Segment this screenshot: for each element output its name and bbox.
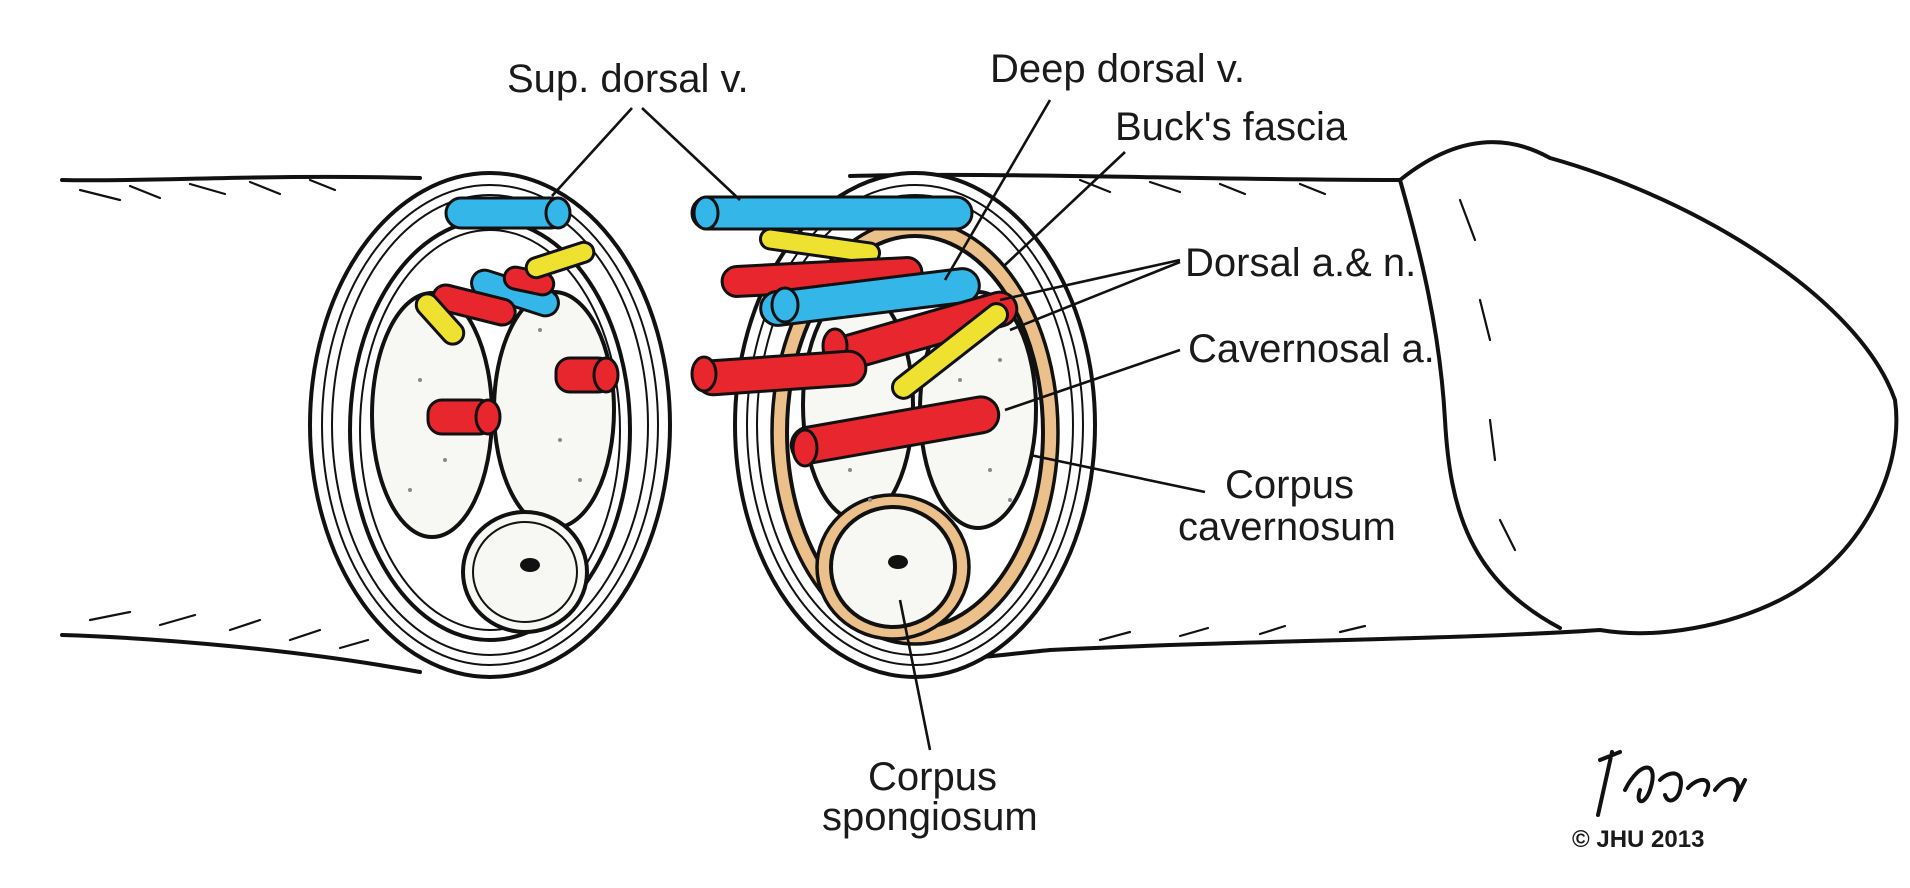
leader-cavernosal-a bbox=[1004, 348, 1181, 412]
left-shaft-outline bbox=[60, 174, 422, 674]
right-deep-dorsal-vein bbox=[759, 267, 981, 327]
label-sup-dorsal-v: Sup. dorsal v. bbox=[507, 57, 749, 101]
glans-corona bbox=[1398, 178, 1562, 630]
label-dorsal-a-n: Dorsal a.& n. bbox=[1185, 241, 1416, 285]
penile-shaft bbox=[60, 140, 1899, 674]
erectile-tissue-texture bbox=[408, 328, 1012, 502]
leader-dorsal-a-n-1 bbox=[999, 258, 1181, 302]
leader-sup-dorsal-v-left bbox=[551, 107, 633, 197]
leader-sup-dorsal-v-right bbox=[641, 107, 741, 201]
copyright-text: © JHU 2013 bbox=[1572, 826, 1704, 853]
label-deep-dorsal-v: Deep dorsal v. bbox=[990, 47, 1245, 91]
label-cavernosal-a: Cavernosal a. bbox=[1188, 327, 1435, 371]
label-corpus-spongiosum-line2: spongiosum bbox=[822, 795, 1038, 839]
right-shaft-outline bbox=[848, 140, 1899, 664]
leader-bucks-fascia bbox=[1004, 151, 1126, 266]
right-dorsal-nerve-top bbox=[758, 227, 882, 265]
leader-lines bbox=[551, 99, 1206, 751]
right-dorsal-nerve bbox=[891, 302, 1009, 400]
leader-dorsal-a-n-2 bbox=[1009, 260, 1181, 332]
left-cross-section bbox=[308, 171, 672, 679]
label-corpus-cavernosum-line1: Corpus bbox=[1225, 463, 1354, 507]
left-dorsal-nerve bbox=[414, 292, 466, 346]
artist-signature bbox=[1596, 750, 1747, 817]
label-corpus-cavernosum-line2: cavernosum bbox=[1178, 505, 1396, 549]
left-corpus-spongiosum bbox=[461, 510, 589, 634]
artist-credit: © JHU 2013 bbox=[1572, 750, 1747, 853]
leader-corpus-spongiosum bbox=[898, 599, 932, 751]
leader-deep-dorsal-v bbox=[943, 99, 1052, 281]
left-corpus-cavernosum-b bbox=[492, 290, 616, 530]
left-dorsal-nerve-2 bbox=[524, 240, 596, 280]
leader-corpus-cavernosum bbox=[1029, 453, 1206, 494]
label-bucks-fascia: Buck's fascia bbox=[1115, 105, 1348, 149]
label-corpus-spongiosum-line1: Corpus bbox=[868, 755, 997, 799]
skin-texture bbox=[78, 178, 1517, 650]
labels: Sup. dorsal v. Deep dorsal v. Buck's fas… bbox=[507, 47, 1435, 839]
right-sup-dorsal-vein bbox=[690, 195, 974, 231]
